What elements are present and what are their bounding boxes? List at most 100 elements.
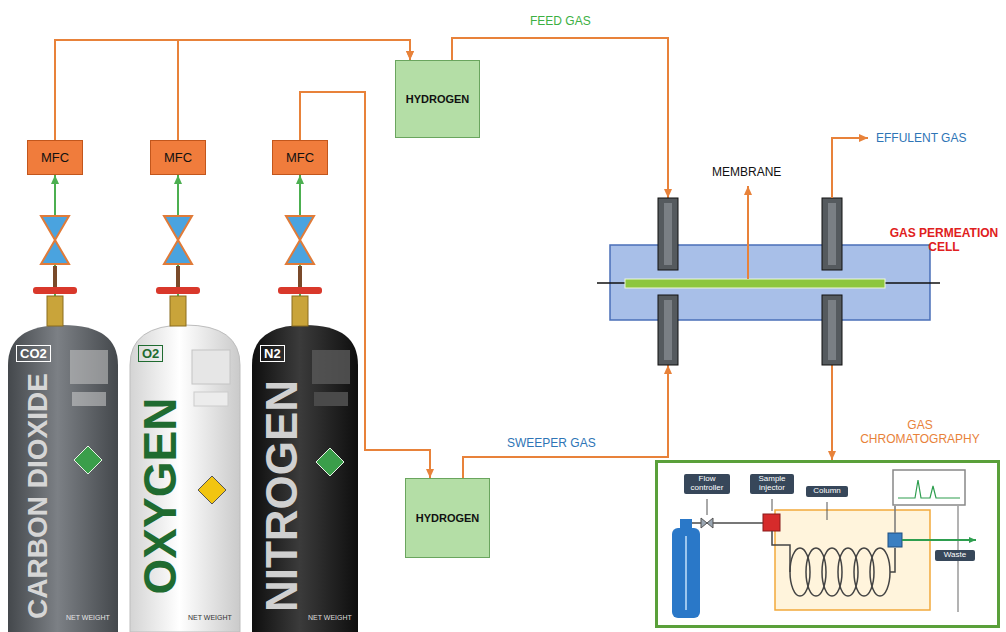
cylinder-valve [33,266,322,326]
column-coil-part [806,548,826,596]
detector-part [894,506,896,533]
permeation-cell-part [828,203,836,265]
node-heading: GAS CHROMATOGRAPHY [855,418,985,446]
mfc-box: MFC [27,140,83,175]
pipe-connector [55,40,410,140]
column-coil-part [890,548,895,572]
permeation-cell-part [664,300,672,360]
permeation-cell-part [822,198,842,270]
gas-name: OXYGEN [137,398,183,595]
cylinder-valve-part [298,266,302,290]
cylinder-valve-part [278,287,322,294]
column-coil-part [854,548,874,596]
mfc-label: MFC [41,150,69,165]
cylinder-valve-part [47,296,63,326]
pipe-connector [463,365,668,478]
part-tag: Sample injector [750,474,794,494]
cylinder-label-wrap: NET WEIGHT [66,614,110,621]
needle-valve-part [164,240,192,264]
node-heading: GAS PERMEATION CELL [889,226,999,254]
rotated-wrap: OXYGEN [134,370,186,622]
needle-valve-part [41,216,69,240]
cylinder-valve-part [156,287,200,294]
membrane-arrow-part [747,186,749,279]
mfc-label: MFC [164,150,192,165]
leader-line-part [827,502,828,520]
formula-wrap: O2 [138,345,163,362]
column-coil [772,531,895,596]
waste-arrow [902,540,976,541]
needle-valve-part [286,240,314,264]
leader-line [707,499,827,520]
cylinder-label-wrap: NET WEIGHT [308,614,352,621]
part-tag: Waste [935,550,975,561]
column-coil-part [772,531,790,572]
needle-valve [41,216,314,264]
cylinder-valve-part [176,266,180,290]
column-coil-part [822,548,842,596]
hydrogen-box: HYDROGEN [395,60,480,138]
part-label: MEMBRANE [712,165,781,179]
gas-cylinder: O2OXYGEN [130,325,240,632]
edge-label-wrap: SWEEPER GAS [505,436,598,450]
permeation-cell-part [658,198,678,270]
display-screen-part [893,470,965,505]
flow-label: FEED GAS [528,14,593,28]
cylinder-sticker-part [192,350,230,384]
flow-label: EFFULENT GAS [876,131,966,145]
carrier-gas-cylinder-part [680,519,692,529]
rotated-wrap: NITROGEN [256,370,308,622]
gas-name: NITROGEN [260,380,304,612]
pipe-connector [831,365,833,460]
effluent-line-part [832,138,868,198]
hazard-diamond-part [316,448,344,476]
gas-line-part [701,518,707,528]
heading-wrap: GAS PERMEATION CELL [889,226,999,254]
gas-line [692,518,763,528]
effluent-line [832,138,868,198]
part-tag-wrap: Flow controller [684,474,730,494]
gas-line-part [707,518,713,528]
box-label: HYDROGEN [416,512,480,524]
permeation-cell [597,198,940,365]
formula-label: N2 [260,345,285,362]
cylinder-sticker-part [312,350,350,384]
leader-line-part [772,499,773,511]
waste-arrow-part [902,539,976,541]
carrier-gas-cylinder-part [685,536,687,610]
pipe-connector [178,40,410,140]
permeation-cell-part [664,203,672,265]
column-oven-part [775,510,930,610]
cylinder-label: NET WEIGHT [188,614,232,621]
flow-label: SWEEPER GAS [505,436,598,450]
permeation-cell-part [828,300,836,360]
gas-name: CARBON DIOXIDE [24,373,52,619]
gas-cylinder: CO2CARBON DIOXIDE [8,325,118,632]
hazard-diamond-part [74,446,102,474]
gas-cylinder-part [130,325,240,632]
gas-cylinder [8,325,358,632]
flow-label-wrap: EFFULENT GAS [876,131,966,145]
display-screen [893,470,965,505]
membrane-arrow [748,186,749,279]
cylinder-sticker-part [72,392,106,406]
cylinder-valve-part [53,266,57,290]
formula-wrap: N2 [260,345,285,362]
cylinder-label-wrap: NET WEIGHT [188,614,232,621]
chromatograph-frame [657,462,999,627]
permeation-cell-part [658,295,678,365]
part-label-wrap: MEMBRANE [712,165,781,179]
mfc-label: MFC [286,150,314,165]
part-tag: Column [806,486,848,497]
part-tag-wrap: Sample injector [750,474,794,494]
column-coil-part [838,548,858,596]
cylinder-valve-part [33,287,77,294]
box-label: HYDROGEN [406,93,470,105]
cylinder-label: NET WEIGHT [66,614,110,621]
gas-cylinder: N2NITROGEN [252,325,358,632]
permeation-cell-part [625,279,885,288]
gas-cylinder-part [252,325,358,632]
carrier-gas-cylinder-part [672,528,700,618]
cylinder-sticker [70,350,350,406]
